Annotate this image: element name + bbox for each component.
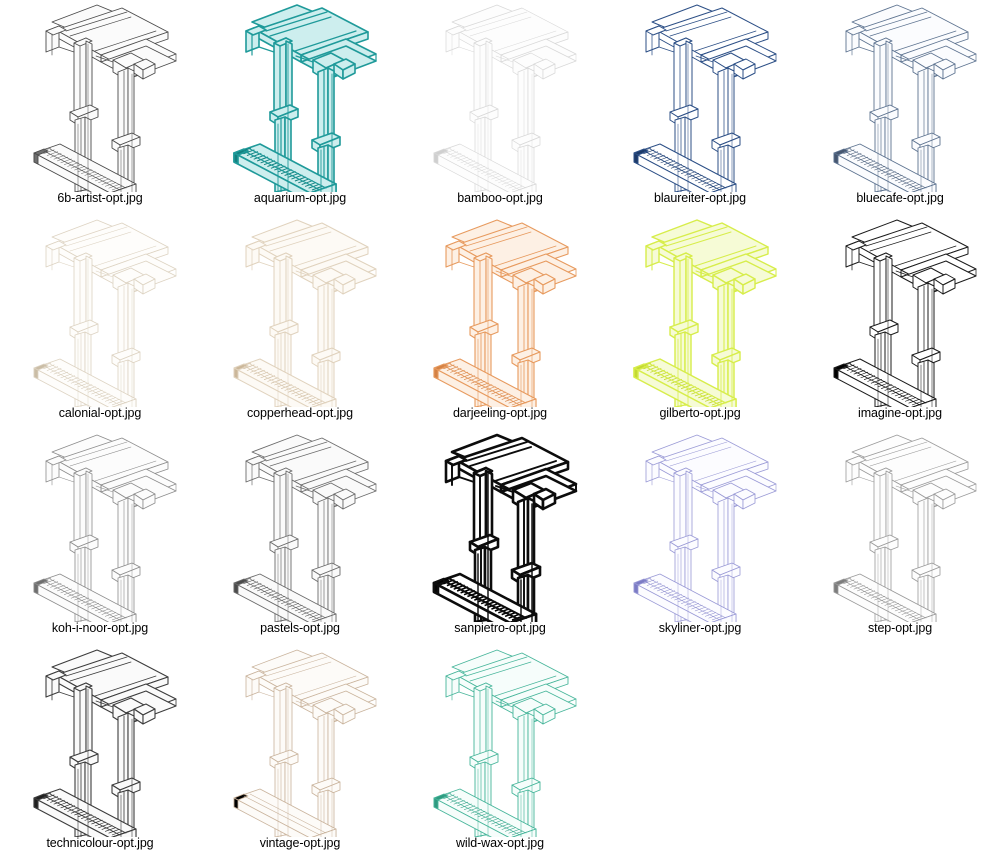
thumbnail-filename-label: aquarium-opt.jpg — [253, 191, 347, 205]
thumbnail-image[interactable] — [200, 430, 400, 622]
thumbnail-filename-label: bamboo-opt.jpg — [457, 191, 543, 205]
thumbnail-filename-label: pastels-opt.jpg — [260, 621, 340, 635]
thumbnail-item[interactable]: gilberto-opt.jpg — [600, 215, 800, 430]
thumbnail-item[interactable]: copperhead-opt.jpg — [200, 215, 400, 430]
thumbnail-filename-label: calonial-opt.jpg — [58, 406, 142, 420]
thumbnail-filename-label: koh-i-noor-opt.jpg — [51, 621, 149, 635]
thumbnail-image[interactable] — [0, 645, 200, 837]
thumbnail-item[interactable]: aquarium-opt.jpg — [200, 0, 400, 215]
thumbnail-item[interactable]: sanpietro-opt.jpg — [400, 430, 600, 645]
thumbnail-filename-label: step-opt.jpg — [867, 621, 933, 635]
thumbnail-image[interactable] — [800, 215, 1000, 407]
thumbnail-filename-label: blaureiter-opt.jpg — [653, 191, 746, 205]
thumbnail-filename-label: skyliner-opt.jpg — [658, 621, 742, 635]
thumbnail-filename-label: gilberto-opt.jpg — [659, 406, 741, 420]
thumbnail-item[interactable]: skyliner-opt.jpg — [600, 430, 800, 645]
thumbnail-image[interactable] — [600, 0, 800, 192]
thumbnail-filename-label: darjeeling-opt.jpg — [452, 406, 548, 420]
thumbnail-item[interactable]: technicolour-opt.jpg — [0, 645, 200, 860]
thumbnail-item[interactable]: imagine-opt.jpg — [800, 215, 1000, 430]
thumbnail-filename-label: 6b-artist-opt.jpg — [57, 191, 143, 205]
thumbnail-image[interactable] — [800, 430, 1000, 622]
thumbnail-filename-label: imagine-opt.jpg — [858, 406, 942, 420]
thumbnail-image[interactable] — [600, 430, 800, 622]
thumbnail-image[interactable] — [400, 645, 600, 837]
thumbnail-filename-label: copperhead-opt.jpg — [247, 406, 353, 420]
thumbnail-image[interactable] — [400, 215, 600, 407]
thumbnail-item[interactable]: wild-wax-opt.jpg — [400, 645, 600, 860]
thumbnail-image[interactable] — [200, 645, 400, 837]
thumbnail-image[interactable] — [200, 0, 400, 192]
thumbnail-image[interactable] — [200, 215, 400, 407]
thumbnail-item[interactable]: step-opt.jpg — [800, 430, 1000, 645]
thumbnail-image[interactable] — [0, 215, 200, 407]
thumbnail-image[interactable] — [800, 0, 1000, 192]
thumbnail-item[interactable]: calonial-opt.jpg — [0, 215, 200, 430]
thumbnail-image[interactable] — [0, 0, 200, 192]
thumbnail-image[interactable] — [600, 215, 800, 407]
thumbnail-image[interactable] — [0, 430, 200, 622]
thumbnail-filename-label: bluecafe-opt.jpg — [856, 191, 944, 205]
thumbnail-item[interactable]: vintage-opt.jpg — [200, 645, 400, 860]
thumbnail-filename-label: vintage-opt.jpg — [259, 836, 341, 850]
thumbnail-image[interactable] — [400, 430, 600, 622]
thumbnail-item[interactable]: bluecafe-opt.jpg — [800, 0, 1000, 215]
thumbnail-item[interactable]: 6b-artist-opt.jpg — [0, 0, 200, 215]
thumbnail-filename-label: sanpietro-opt.jpg — [454, 621, 546, 635]
thumbnail-item[interactable]: koh-i-noor-opt.jpg — [0, 430, 200, 645]
thumbnail-filename-label: technicolour-opt.jpg — [46, 836, 154, 850]
thumbnail-item[interactable]: pastels-opt.jpg — [200, 430, 400, 645]
thumbnail-item[interactable]: blaureiter-opt.jpg — [600, 0, 800, 215]
thumbnail-item[interactable]: bamboo-opt.jpg — [400, 0, 600, 215]
thumbnail-item[interactable]: darjeeling-opt.jpg — [400, 215, 600, 430]
thumbnail-image[interactable] — [400, 0, 600, 192]
thumbnail-filename-label: wild-wax-opt.jpg — [455, 836, 545, 850]
